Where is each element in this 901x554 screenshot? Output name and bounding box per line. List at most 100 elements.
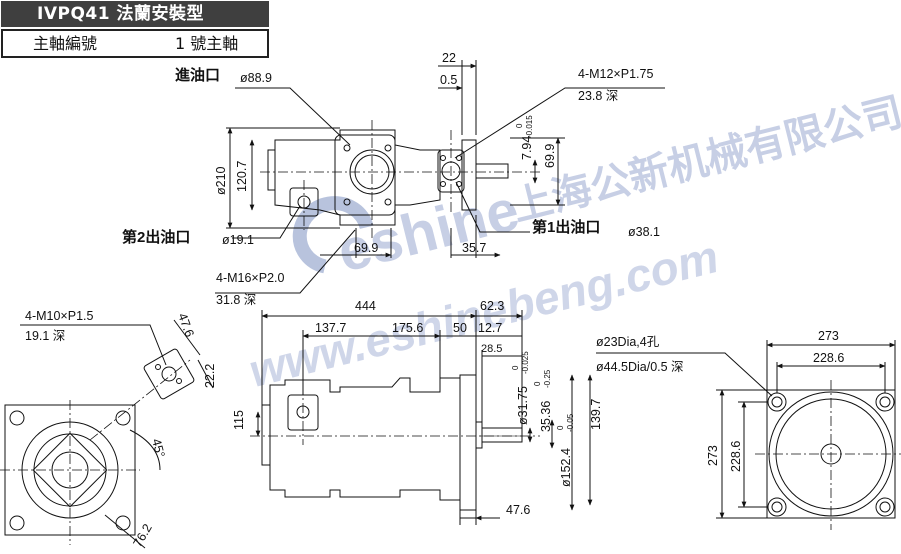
dim-273-h: 273 [818, 329, 839, 343]
left-outlet-bolt [176, 378, 182, 384]
inlet-bolt [343, 198, 351, 206]
dim-152-4-tol-lo: -0.05 [566, 413, 575, 432]
side-view [250, 310, 593, 525]
m12-depth: 23.8 深 [578, 89, 618, 103]
side-pump-body [269, 377, 461, 501]
dim-137-7: 137.7 [315, 321, 346, 335]
model-title: IVPQ41 法蘭安裝型 [1, 1, 269, 27]
header-table: IVPQ41 法蘭安裝型 主軸編號 1 號主軸 [0, 0, 270, 60]
right-centerlines [755, 380, 901, 530]
dim-62-3: 62.3 [480, 299, 504, 313]
outlet1-bolt [440, 155, 446, 161]
dim-76-2: 76.2 [130, 521, 154, 549]
left-outlet-port [161, 366, 177, 382]
left-pilot-circle [33, 433, 107, 507]
dim-120-7: 120.7 [235, 161, 249, 192]
dim-210: ø210 [214, 166, 228, 195]
dim-47-6-line [173, 319, 201, 356]
dim-50: 50 [453, 321, 467, 335]
dim-0-5: 0.5 [440, 73, 457, 87]
left-bolt-hole [9, 515, 25, 531]
dim-115: 115 [232, 410, 246, 430]
outlet1-bolt [440, 181, 446, 187]
right-bolt-hole [771, 501, 783, 513]
left-view-labels: 4-M10×P1.5 19.1 深 47.6 22.2 45° 76.2 [25, 309, 217, 550]
side-mount-flange [459, 374, 477, 511]
dim-76-2-line [104, 514, 146, 549]
top-view-labels: 進油口 ø88.9 第2出油口 ø19.1 第1出油口 ø38.1 4-M12×… [122, 51, 660, 307]
dim-139-7: 139.7 [589, 399, 603, 430]
watermark-brand: eshine [331, 177, 525, 285]
counterbore-spec: ø44.5Dia/0.5 深 [596, 360, 684, 374]
dim-69-9-b: 69.9 [543, 144, 557, 168]
dim-31-75-tol-hi: 0 [511, 365, 520, 370]
dim-12-7: 12.7 [478, 321, 502, 335]
m10-thread: 4-M10×P1.5 [25, 309, 93, 323]
right-bolt-hole [879, 396, 891, 408]
inlet-flange [334, 134, 396, 216]
left-shaft-circle [51, 451, 89, 489]
side-shaft [481, 427, 523, 443]
dim-152-4-tol-hi: 0 [556, 425, 565, 430]
dim-444: 444 [355, 299, 376, 313]
dim-35-36-tol-lo: -0.25 [543, 369, 552, 388]
right-counterbore [767, 497, 787, 517]
dim-273-v: 273 [706, 445, 720, 466]
left-centerlines [0, 359, 191, 545]
bolt-hole-spec: ø23Dia,4孔 [596, 335, 660, 349]
inlet-label: 進油口 [175, 66, 220, 84]
dim-175-6: 175.6 [392, 321, 423, 335]
right-counterbore [767, 392, 787, 412]
left-outlet-bolt [155, 364, 161, 370]
outlet2-dia: ø19.1 [222, 233, 254, 247]
outlet1-dia: ø38.1 [628, 225, 660, 239]
dim-31-75: ø31.75 [516, 386, 530, 425]
outlet1-label: 第1出油口 [532, 218, 600, 236]
watermark-company: 上海公新机械有限公司 [508, 90, 901, 229]
right-counterbore [875, 392, 895, 412]
dim-228-6-v: 228.6 [729, 441, 743, 472]
left-front-view [0, 319, 214, 549]
dim-35-7: 35.7 [462, 241, 486, 255]
angle-arc [129, 429, 161, 471]
m16-depth: 31.8 深 [216, 293, 256, 307]
dim-69-9-a: 69.9 [354, 241, 378, 255]
outlet2-label: 第2出油口 [122, 228, 190, 246]
dim-47-6-side: 47.6 [506, 503, 530, 517]
dim-7-94: 7.94 [520, 136, 534, 160]
inlet-dia: ø88.9 [240, 71, 272, 85]
dim-31-75-tol-lo: -0.025 [521, 351, 530, 374]
dim-7-94-tol-hi: 0 [515, 123, 524, 128]
m16-thread: 4-M16×P2.0 [216, 271, 284, 285]
dim-228-6-h: 228.6 [813, 351, 844, 365]
m10-leader [20, 324, 167, 366]
left-bolt-hole [115, 410, 131, 426]
side-pilot [475, 421, 483, 449]
dim-35-36: 35.36 [539, 401, 553, 432]
dim-22-2-line [197, 359, 214, 389]
inlet-bolt [384, 144, 392, 152]
side-end-cap [261, 404, 271, 466]
right-bolt-hole [771, 396, 783, 408]
dim-22-2: 22.2 [203, 364, 217, 388]
dim-28-5: 28.5 [481, 343, 502, 355]
left-bolt-hole [115, 515, 131, 531]
dim-7-94-tol-lo: -0.015 [525, 115, 534, 138]
left-outlet-flange [143, 348, 195, 400]
side-dimension-lines [255, 310, 593, 525]
top-end-cap [267, 149, 276, 191]
inlet-bolt [343, 144, 351, 152]
right-counterbore [875, 497, 895, 517]
m10-depth: 19.1 深 [25, 329, 65, 343]
top-shaft [475, 163, 509, 179]
dim-35-36-tol-hi: 0 [533, 381, 542, 386]
left-diamond-plate [32, 432, 108, 508]
m12-thread: 4-M12×P1.75 [578, 67, 653, 81]
right-bolt-hole [879, 501, 891, 513]
shaft-value: 1 號主軸 [175, 34, 239, 53]
top-view [215, 60, 665, 294]
top-pump-body [274, 129, 441, 226]
dim-22: 22 [442, 51, 456, 65]
right-dimension-lines [596, 340, 896, 519]
